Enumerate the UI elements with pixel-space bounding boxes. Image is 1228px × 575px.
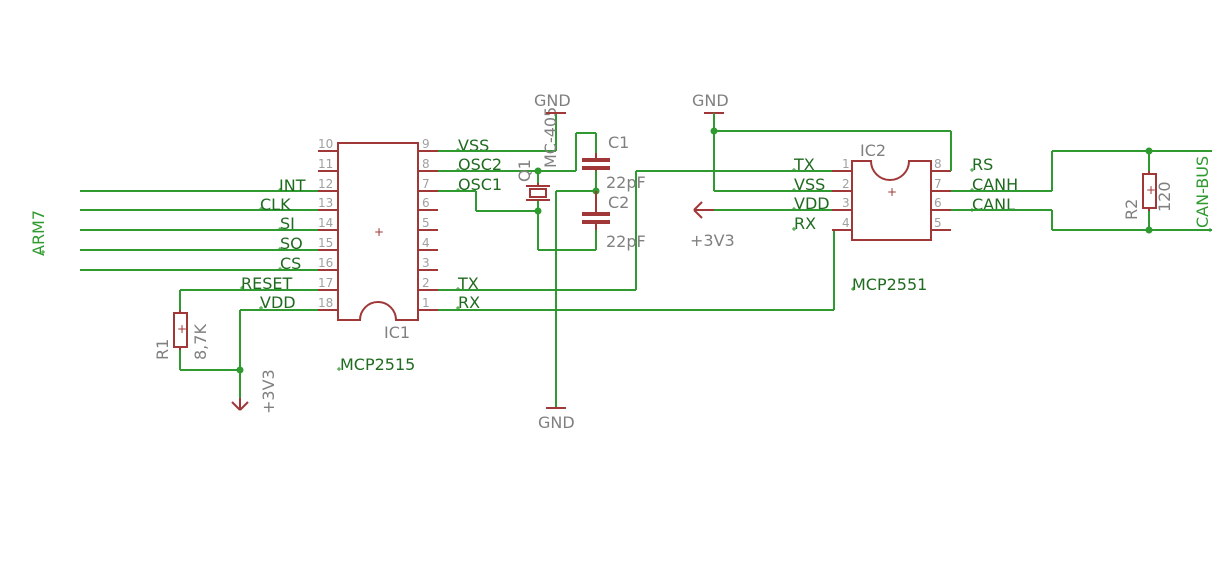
ic1-mcp2515: + (337, 142, 419, 321)
c1-value: 22pF (606, 173, 646, 192)
ic1-pin-1: 1 (422, 296, 430, 310)
crystal-q1 (526, 183, 550, 201)
ic1-pin-18: 18 (318, 296, 333, 310)
net-cs: CS (280, 254, 301, 273)
gnd-bottom-label: GND (538, 413, 575, 432)
ic1-pin-4: 4 (422, 236, 430, 250)
resistor-r1: + (173, 310, 188, 350)
ic1-pin-7: 7 (422, 177, 430, 191)
ic1-pin-10: 10 (318, 137, 333, 151)
net-osc2: OSC2 (458, 155, 502, 174)
ic2-pin-1: 1 (842, 157, 850, 171)
ic2-pin-3: 3 (842, 196, 850, 210)
svg-text:+: + (177, 322, 187, 336)
ic1-pin-12: 12 (318, 177, 333, 191)
ic2-pin-8: 8 (934, 157, 942, 171)
net-vss-ic1: VSS (458, 136, 489, 155)
ic1-right-pins (418, 150, 438, 311)
net-canl: CANL (972, 195, 1015, 214)
ic1-pin-13: 13 (318, 196, 333, 210)
net-vdd-ic1: VDD (260, 293, 296, 312)
gnd-top-right-label: GND (692, 91, 729, 110)
gnd-top-left-label: GND (534, 91, 571, 110)
net-rx-ic1: RX (458, 293, 480, 312)
net-tx-ic2: TX (793, 155, 815, 174)
ic2-value: MCP2551 (852, 275, 927, 294)
capacitor-c1 (582, 153, 610, 171)
net-canh: CANH (972, 175, 1018, 194)
ic2-mcp2551: + (851, 160, 932, 241)
v33-right-label: +3V3 (690, 231, 735, 250)
arm7-label: ARM7 (29, 210, 48, 256)
net-so: SO (280, 234, 303, 253)
supply-3v3-right (693, 201, 714, 219)
ic1-pin-3: 3 (422, 256, 430, 270)
net-rs: RS (972, 155, 993, 174)
ic2-pin-2: 2 (842, 177, 850, 191)
r1-name: R1 (153, 339, 172, 360)
r1-value: 8,7K (191, 324, 210, 360)
ic2-wiring (713, 113, 1212, 231)
ic1-pin-14: 14 (318, 216, 333, 230)
junction-osc1 (534, 207, 542, 215)
c2-value: 22pF (606, 232, 646, 251)
ic2-pin-5: 5 (934, 216, 942, 230)
ic1-pin-8: 8 (422, 157, 430, 171)
resistor-r2: + (1142, 171, 1157, 211)
ic1-pin-5: 5 (422, 216, 430, 230)
junction-osc2 (534, 167, 542, 175)
supply-3v3-left (231, 398, 249, 411)
ic1-pin-2: 2 (422, 276, 430, 290)
q1-value: MC-405 (541, 107, 560, 168)
ic1-pin-11: 11 (318, 157, 333, 171)
net-rx-ic2: RX (794, 214, 816, 233)
net-si: SI (280, 214, 295, 233)
net-int: INT (279, 176, 306, 195)
arm7-bus-wires (80, 190, 338, 271)
net-clk: CLK (260, 195, 291, 214)
ic1-pin-15: 15 (318, 236, 333, 250)
ic1-pin-6: 6 (422, 196, 430, 210)
ic1-pin-16: 16 (318, 256, 333, 270)
ic2-pin-4: 4 (842, 216, 850, 230)
net-vdd-ic2: VDD (794, 194, 830, 213)
net-reset: RESET (241, 274, 292, 293)
ic2-right-pins (931, 170, 951, 231)
r2-name: R2 (1122, 199, 1141, 220)
capacitor-c2 (582, 191, 610, 230)
c1-name: C1 (608, 133, 629, 152)
ic1-value: MCP2515 (340, 355, 415, 374)
junction-vdd (236, 366, 244, 374)
ic1-pin-17: 17 (318, 276, 333, 290)
svg-text:+: + (1146, 183, 1156, 197)
ic1-wiring (179, 113, 835, 408)
net-osc1: OSC1 (458, 175, 502, 194)
label-origin-markers (41, 148, 1212, 371)
v33-left-label: +3V3 (259, 369, 278, 414)
ic1-left-pins (318, 150, 338, 311)
net-tx-ic1: TX (457, 274, 479, 293)
ic2-name: IC2 (860, 141, 886, 160)
can-bus-label: CAN-BUS (1193, 156, 1212, 228)
r2-value: 120 (1155, 181, 1174, 212)
net-vss-ic2: VSS (794, 175, 825, 194)
ic2-left-pins (832, 170, 852, 231)
c2-name: C2 (608, 193, 629, 212)
ic2-pin-7: 7 (934, 177, 942, 191)
svg-text:+: + (887, 185, 897, 199)
ic1-pin-9: 9 (422, 137, 430, 151)
ic2-pin-6: 6 (934, 196, 942, 210)
svg-text:+: + (374, 225, 384, 239)
ic1-name: IC1 (384, 323, 410, 342)
q1-name: Q1 (515, 159, 534, 182)
